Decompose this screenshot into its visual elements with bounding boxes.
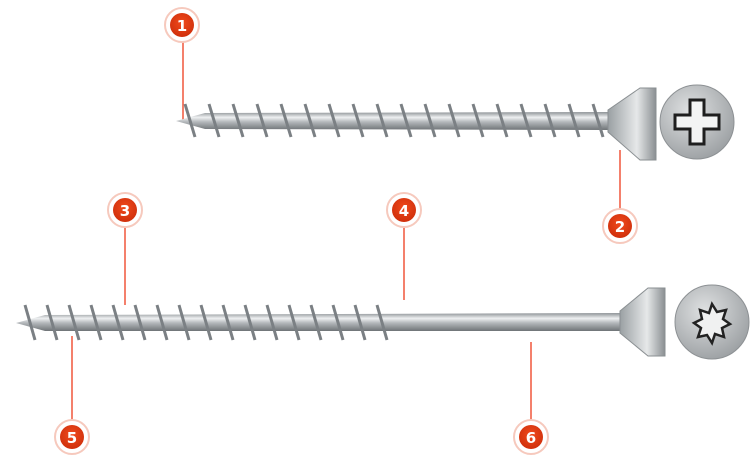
thread-ridge bbox=[155, 304, 169, 341]
thread-ridge bbox=[471, 103, 485, 138]
torx-recess-icon bbox=[674, 284, 750, 360]
thread-ridge bbox=[567, 103, 581, 138]
callout-number: 1 bbox=[177, 17, 187, 35]
thread-ridge bbox=[67, 304, 81, 341]
thread-ridge bbox=[353, 304, 367, 341]
thread-ridge bbox=[255, 103, 269, 138]
thread-ridge bbox=[199, 304, 213, 341]
thread-ridge bbox=[519, 103, 533, 138]
thread-top bbox=[183, 103, 605, 138]
thread-ridge bbox=[447, 103, 461, 138]
leader-lines bbox=[71, 40, 621, 422]
thread-ridge bbox=[287, 304, 301, 341]
head-top bbox=[607, 87, 657, 161]
thread-ridge bbox=[375, 103, 389, 138]
callout-number: 2 bbox=[615, 218, 625, 236]
thread-ridge bbox=[279, 103, 293, 138]
thread-ridge bbox=[221, 304, 235, 341]
thread-bottom bbox=[23, 304, 389, 341]
callout-number: 3 bbox=[120, 202, 130, 220]
thread-ridge bbox=[111, 304, 125, 341]
callout-number: 6 bbox=[526, 429, 536, 447]
thread-ridge bbox=[207, 103, 221, 138]
callout-badge-4: 4 bbox=[386, 192, 422, 228]
thread-ridge bbox=[543, 103, 557, 138]
screw-top bbox=[176, 84, 735, 161]
thread-ridge bbox=[423, 103, 437, 138]
thread-ridge bbox=[331, 304, 345, 341]
thread-ridge bbox=[243, 304, 257, 341]
callout-badge-5: 5 bbox=[54, 419, 90, 455]
thread-ridge bbox=[591, 103, 605, 138]
thread-ridge bbox=[399, 103, 413, 138]
callout-number: 5 bbox=[67, 429, 77, 447]
callout-badge-2: 2 bbox=[602, 208, 638, 244]
thread-ridge bbox=[133, 304, 147, 341]
callout-badge-1: 1 bbox=[164, 7, 200, 43]
thread-ridge bbox=[265, 304, 279, 341]
thread-ridge bbox=[309, 304, 323, 341]
thread-ridge bbox=[89, 304, 103, 341]
thread-ridge bbox=[495, 103, 509, 138]
callout-badge-6: 6 bbox=[513, 419, 549, 455]
callout-badge-3: 3 bbox=[107, 192, 143, 228]
thread-ridge bbox=[231, 103, 245, 138]
callout-number: 4 bbox=[399, 202, 409, 220]
thread-ridge bbox=[45, 304, 59, 341]
thread-ridge bbox=[303, 103, 317, 138]
thread-ridge bbox=[327, 103, 341, 138]
head-bottom bbox=[619, 287, 666, 357]
thread-ridge bbox=[23, 304, 37, 341]
thread-ridge bbox=[183, 103, 197, 138]
thread-ridge bbox=[351, 103, 365, 138]
thread-ridge bbox=[375, 304, 389, 341]
screw-bottom bbox=[16, 284, 750, 360]
thread-ridge bbox=[177, 304, 191, 341]
pozidriv-recess-icon bbox=[659, 84, 735, 160]
